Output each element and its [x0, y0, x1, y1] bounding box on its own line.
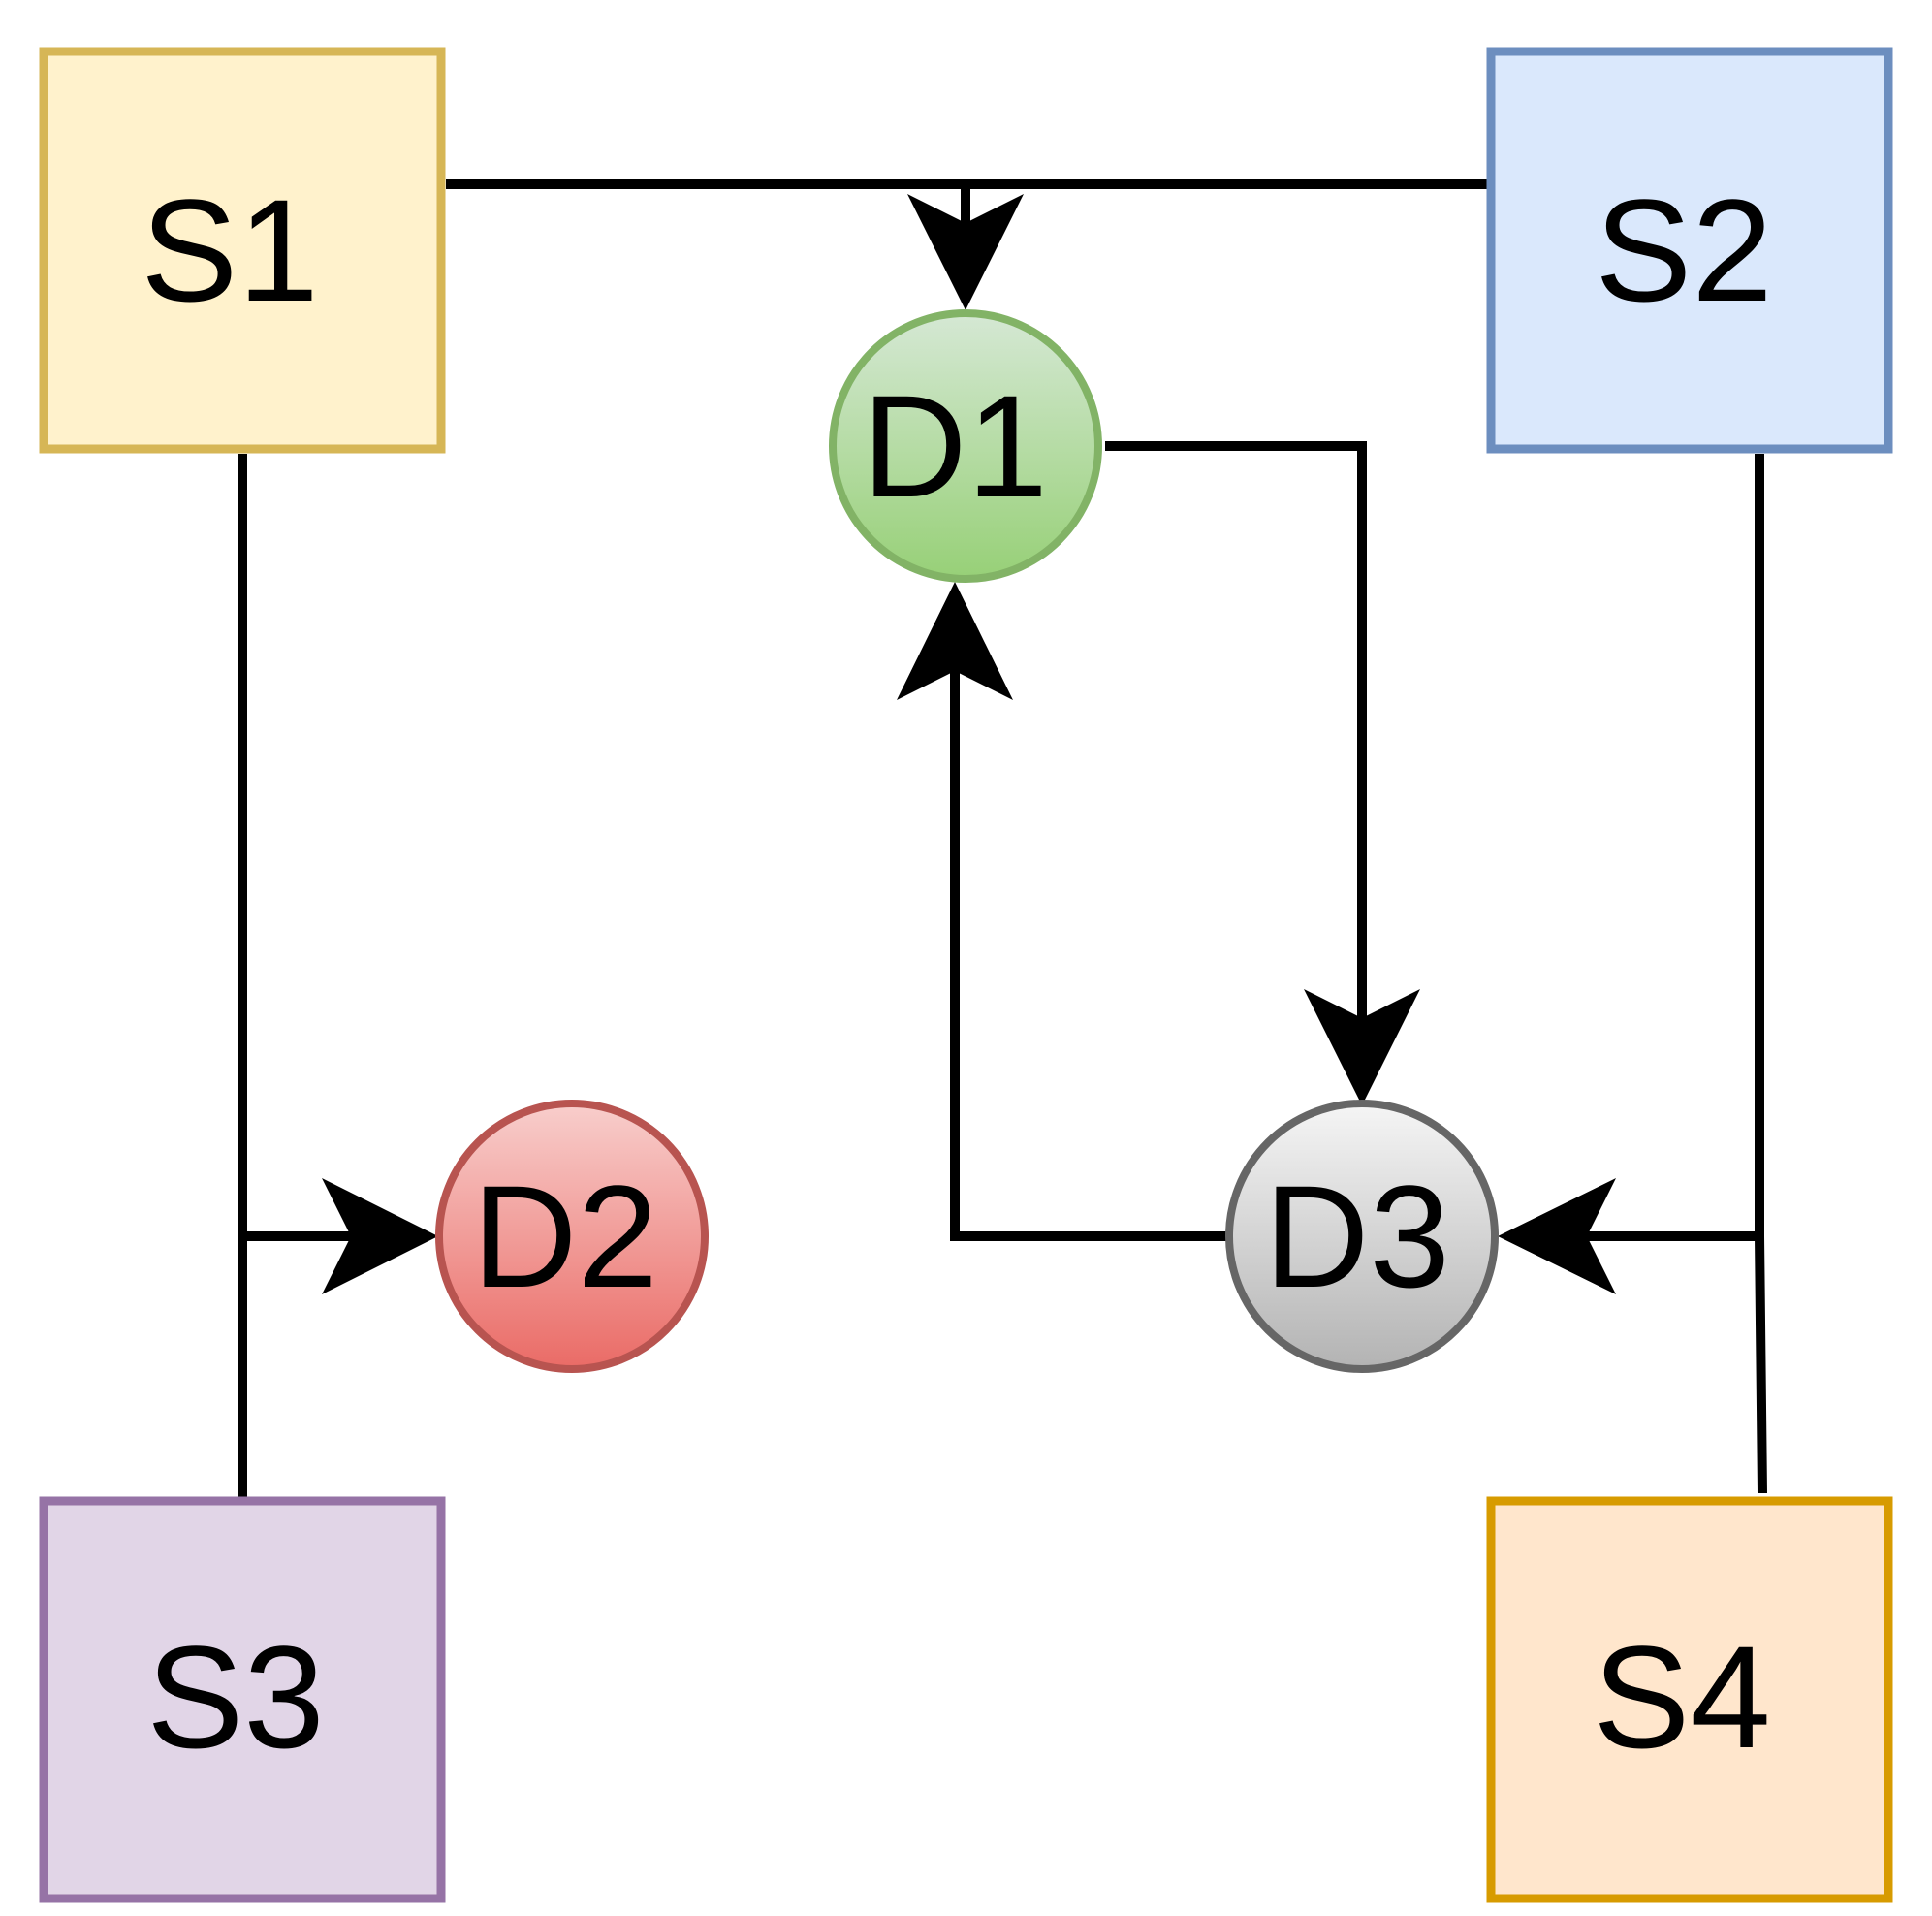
edge-s2-d1: [907, 179, 1488, 310]
node-d3[interactable]: D3: [1225, 1100, 1499, 1373]
edge-d3-d1-arrowhead: [897, 582, 1013, 700]
node-s1-box: [39, 47, 446, 454]
edge-s4-d3-arrowhead: [1498, 1178, 1616, 1294]
edge-s4-d3: [1498, 1178, 1767, 1494]
edge-s2-d3: [1570, 454, 1764, 1241]
node-s2-label: S2: [1595, 169, 1772, 332]
edge-s4-d3-line: [1570, 1231, 1767, 1494]
node-d3-label: D3: [1264, 1155, 1450, 1318]
node-s2[interactable]: S2: [1486, 47, 1893, 454]
node-s3-label: S3: [146, 1615, 324, 1778]
edge-s2-d3-line: [1570, 454, 1764, 1241]
edge-s1-d1-line: [446, 179, 970, 238]
edge-d1-d3: [1105, 441, 1420, 1105]
node-d2-circle: [435, 1100, 709, 1373]
edge-s1-d2-line: [238, 454, 364, 1241]
edge-d3-d1-line: [950, 659, 1226, 1241]
node-d1-circle: [829, 309, 1102, 583]
node-d2-label: D2: [472, 1155, 658, 1318]
node-s1-label: S1: [141, 169, 318, 332]
node-d3-circle: [1225, 1100, 1499, 1373]
node-d1[interactable]: D1: [829, 309, 1102, 583]
edge-d3-d1: [897, 582, 1226, 1241]
node-s1[interactable]: S1: [39, 47, 446, 454]
edge-s1-d1: [446, 179, 970, 238]
node-s4[interactable]: S4: [1486, 1496, 1893, 1903]
edge-d1-d3-arrowhead: [1304, 989, 1420, 1105]
node-s3-box: [39, 1496, 446, 1903]
edge-d1-d3-line: [1105, 441, 1367, 1033]
node-s2-box: [1486, 47, 1893, 454]
node-d2[interactable]: D2: [435, 1100, 709, 1373]
node-s4-label: S4: [1593, 1615, 1770, 1778]
edge-s2-d1-line: [961, 179, 1488, 238]
edge-s1-d2-arrowhead: [322, 1178, 438, 1294]
node-s4-box: [1486, 1496, 1893, 1903]
edge-s1-d2: [238, 454, 438, 1294]
node-s3[interactable]: S3: [39, 1496, 446, 1903]
node-d1-label: D1: [862, 365, 1048, 527]
edge-s2-d1-arrowhead: [907, 194, 1024, 310]
